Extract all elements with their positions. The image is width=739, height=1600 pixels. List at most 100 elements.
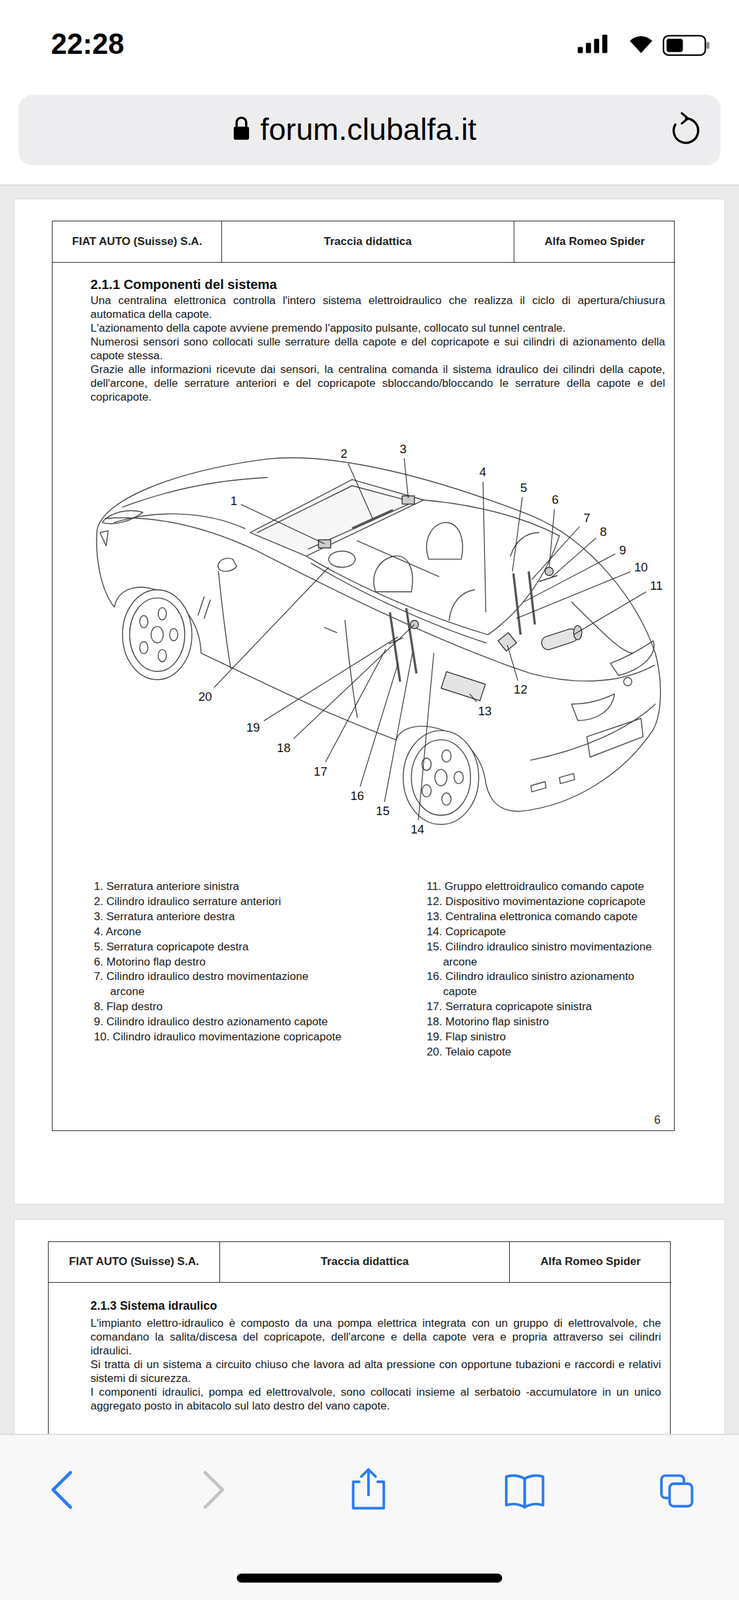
section-heading: 2.1.1 Componenti del sistema: [90, 277, 666, 293]
part-list-item: 7. Cilindro idraulico destro movimentazi…: [93, 969, 345, 1000]
address-bar: forum.clubalfa.it: [18, 95, 721, 166]
hood-components: [545, 567, 554, 576]
lock-icon: [233, 117, 249, 140]
part-list-item: 10. Cilindro idraulico movimentazione co…: [93, 1030, 345, 1046]
home-indicator: [236, 1573, 502, 1584]
leader-line: [293, 624, 415, 739]
back-icon: [53, 1472, 71, 1508]
leader-line: [403, 458, 408, 498]
car-illustration: [328, 551, 355, 568]
leader-line: [532, 526, 581, 581]
page-sheet: [14, 199, 725, 1205]
car-illustration: [442, 750, 452, 763]
leader-line: [359, 663, 399, 787]
bookmarks-icon: [506, 1475, 544, 1507]
header-cell: Alfa Romeo Spider: [509, 1242, 672, 1283]
leader-line: [482, 481, 486, 613]
leader-line: [549, 509, 555, 567]
car-illustration: [250, 479, 424, 557]
bookmarks-icon: [506, 1475, 525, 1507]
header-cell: FIAT AUTO (Suisse) S.A.: [52, 221, 223, 264]
part-list-item: 19. Flap sinistro: [426, 1030, 669, 1046]
hood-components: [497, 632, 517, 651]
reload-icon: [673, 112, 699, 143]
leader-line: [573, 591, 646, 635]
part-list-item: 6. Motorino flap destro: [93, 955, 345, 971]
part-list-item: 3. Serratura anteriore destra: [93, 909, 345, 925]
toolbar-border: [0, 1433, 739, 1435]
car-illustration: [151, 626, 164, 644]
header-text: Alfa Romeo Spider: [544, 235, 646, 249]
section-heading: 2.1.3 Sistema idraulico: [90, 1299, 662, 1314]
hood-components: [390, 612, 401, 682]
callout-number: 17: [312, 764, 330, 779]
text-column: 2.1.3 Sistema idraulicoL'impianto elettr…: [90, 1299, 662, 1415]
header-cell: Alfa Romeo Spider: [514, 221, 676, 264]
callout-number: 14: [409, 823, 426, 837]
callout-number: 11: [648, 579, 664, 594]
share-icon: [367, 1469, 370, 1496]
callout-number: 18: [275, 741, 293, 756]
signal-icon: [585, 42, 592, 54]
car-illustration: [571, 693, 615, 720]
callout-number: 3: [398, 442, 408, 456]
lock-icon: [236, 117, 247, 127]
car-illustration: [306, 556, 489, 636]
car-illustration: [530, 773, 575, 793]
wifi-icon: [629, 36, 653, 54]
part-list-item: 13. Centralina elettronica comando capot…: [426, 909, 669, 925]
car-illustration: [257, 486, 414, 550]
signal-icon: [577, 46, 583, 53]
share-icon: [353, 1469, 385, 1509]
callout-number: 1: [229, 494, 239, 509]
header-cell: FIAT AUTO (Suisse) S.A.: [48, 1242, 221, 1283]
car-illustration: [99, 530, 108, 546]
part-list-item: 17. Serratura copricapote sinistra: [426, 999, 669, 1015]
toolbar-ground: [0, 1433, 739, 1600]
body-paragraph: Si tratta di un sistema a circuito chius…: [90, 1358, 662, 1387]
part-list-item: 16. Cilindro idraulico sinistro azioname…: [426, 969, 669, 1000]
car-illustration: [442, 792, 452, 806]
leader-line: [214, 567, 330, 688]
callout-number: 19: [245, 721, 262, 736]
part-list-item: 5. Serratura copricapote destra: [93, 940, 345, 956]
callout-number: 10: [632, 560, 650, 575]
hood-components: [352, 510, 393, 529]
car-illustration: [571, 602, 633, 654]
callout-number: 12: [512, 683, 529, 697]
car-illustration: [373, 555, 413, 592]
car-illustration: [423, 499, 560, 536]
car-illustration: [105, 517, 655, 682]
car-illustration: [357, 540, 439, 577]
battery-icon: [663, 35, 710, 56]
car-illustration: [421, 784, 431, 798]
page-sheet: [14, 1219, 725, 1455]
callout-number: 9: [618, 543, 628, 558]
car-illustration: [122, 589, 192, 680]
car-illustration: [623, 677, 632, 686]
share-icon: [361, 1469, 376, 1477]
signal-icon: [577, 34, 607, 54]
battery-icon: [663, 35, 706, 56]
body-paragraph: Numerosi sensori sono collocati sulle se…: [90, 335, 666, 364]
part-list-column: 11. Gruppo elettroidraulico comando capo…: [426, 879, 669, 1060]
text-column: 2.1.1 Componenti del sistemaUna centrali…: [90, 277, 666, 405]
header-text: Traccia didattica: [320, 1255, 409, 1270]
leader-line: [551, 537, 596, 578]
leader-line: [418, 652, 435, 821]
reload-icon: [681, 112, 688, 124]
callout-number: 7: [582, 511, 592, 526]
header-text: Alfa Romeo Spider: [540, 1255, 642, 1270]
callout-number: 13: [476, 704, 494, 719]
car-illustration: [122, 589, 479, 825]
reload-icon: [673, 118, 699, 143]
car-illustration: [453, 771, 464, 785]
car-illustration: [197, 597, 211, 619]
part-list-item: 1. Serratura anteriore sinistra: [93, 879, 345, 895]
part-list-item: 8. Flap destro: [93, 999, 345, 1015]
tabs-icon: [661, 1476, 693, 1507]
header-text: FIAT AUTO (Suisse) S.A.: [72, 235, 203, 249]
signal-icon: [593, 38, 600, 54]
